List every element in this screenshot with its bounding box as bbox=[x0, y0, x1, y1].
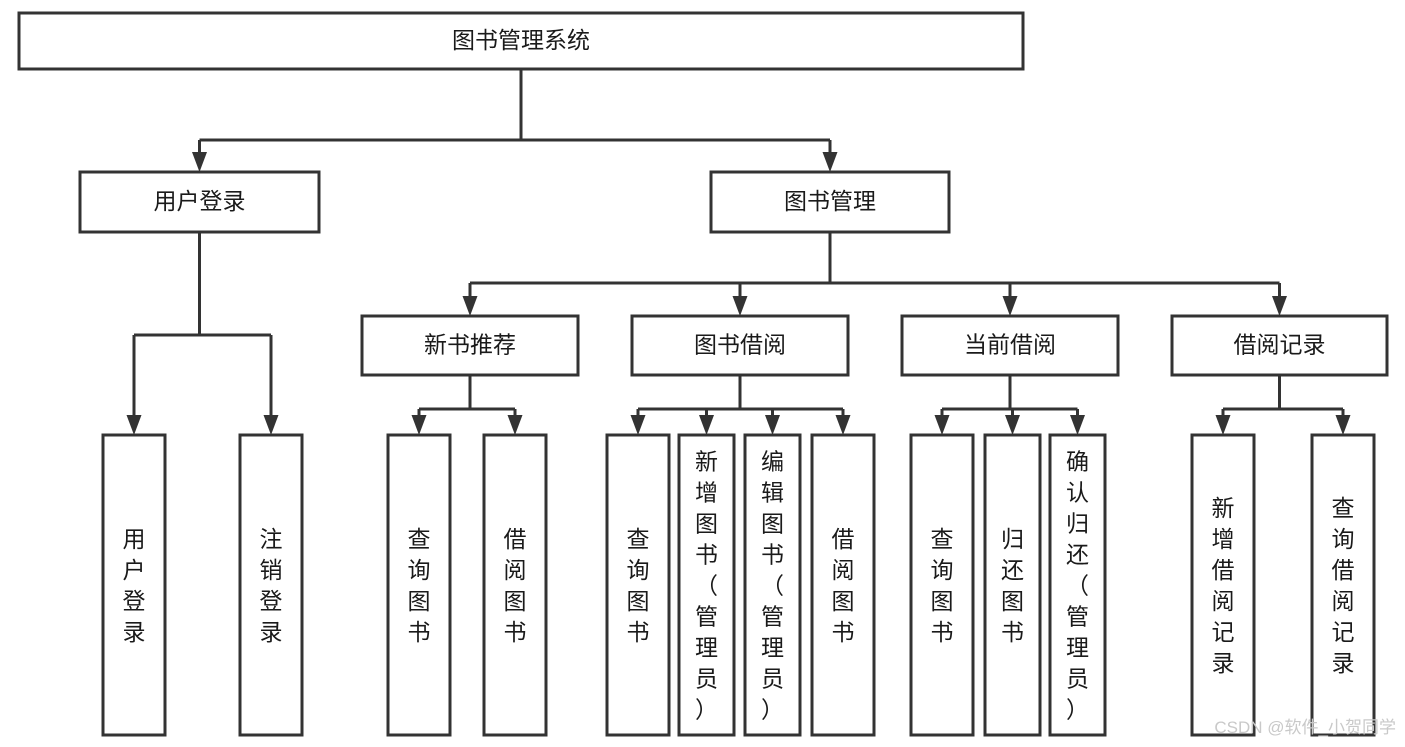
arrow-head-icon bbox=[1272, 296, 1287, 316]
arrow-head-icon bbox=[765, 415, 780, 435]
arrow-head-icon bbox=[934, 415, 950, 435]
node-box[interactable] bbox=[630, 314, 850, 377]
node-label: 用户登录 bbox=[154, 188, 246, 214]
node-label: 借阅图书 bbox=[832, 526, 855, 645]
connector-group-root bbox=[192, 69, 838, 172]
node-user-login[interactable]: 用户登录 bbox=[78, 170, 321, 234]
arrow-head-icon bbox=[835, 415, 851, 435]
arrow-head-icon bbox=[822, 152, 838, 172]
node-box[interactable] bbox=[1048, 433, 1107, 737]
connector-group-current-borrow bbox=[934, 375, 1085, 435]
arrow-head-icon bbox=[192, 152, 207, 172]
arrow-head-icon bbox=[1002, 296, 1018, 316]
node-leaf-query-book-3[interactable]: 查询图书 bbox=[909, 433, 975, 737]
node-label: 新书推荐 bbox=[424, 332, 516, 358]
node-leaf-user-login[interactable]: 用户登录 bbox=[101, 433, 167, 737]
node-leaf-borrow-book-2[interactable]: 借阅图书 bbox=[810, 433, 876, 737]
node-label: 图书借阅 bbox=[694, 332, 786, 358]
node-new-book-rec[interactable]: 新书推荐 bbox=[360, 314, 580, 377]
connector-group-user-login bbox=[126, 232, 279, 435]
arrow-head-icon bbox=[1070, 415, 1085, 435]
node-leaf-edit-book[interactable]: 编辑图书（管理员） bbox=[743, 433, 802, 737]
node-book-manage[interactable]: 图书管理 bbox=[709, 170, 951, 234]
node-box[interactable] bbox=[709, 170, 951, 234]
arrow-head-icon bbox=[462, 296, 478, 316]
node-box[interactable] bbox=[743, 433, 802, 737]
node-leaf-borrow-book-1[interactable]: 借阅图书 bbox=[482, 433, 548, 737]
node-box[interactable] bbox=[17, 11, 1025, 71]
node-leaf-confirm-return[interactable]: 确认归还（管理员） bbox=[1048, 433, 1107, 737]
arrow-head-icon bbox=[263, 415, 279, 435]
node-layer: 图书管理系统用户登录图书管理新书推荐图书借阅当前借阅借阅记录用户登录注销登录查询… bbox=[17, 11, 1389, 737]
node-box[interactable] bbox=[810, 433, 876, 737]
node-label: 借阅图书 bbox=[504, 526, 527, 645]
node-box[interactable] bbox=[1190, 433, 1256, 737]
node-leaf-query-book-1[interactable]: 查询图书 bbox=[386, 433, 452, 737]
node-borrow-record[interactable]: 借阅记录 bbox=[1170, 314, 1389, 377]
node-root[interactable]: 图书管理系统 bbox=[17, 11, 1025, 71]
node-leaf-add-record[interactable]: 新增借阅记录 bbox=[1190, 433, 1256, 737]
node-label: 新增借阅记录 bbox=[1212, 495, 1235, 676]
arrow-head-icon bbox=[1335, 415, 1351, 435]
node-leaf-add-book[interactable]: 新增图书（管理员） bbox=[677, 433, 736, 737]
node-box[interactable] bbox=[605, 433, 671, 737]
arrow-head-icon bbox=[507, 415, 523, 435]
connector-group-borrow-record bbox=[1215, 375, 1351, 435]
csdn-watermark: CSDN @软件_小贺同学 bbox=[1214, 718, 1396, 737]
node-label: 查询图书 bbox=[627, 526, 650, 645]
node-box[interactable] bbox=[78, 170, 321, 234]
node-label: 图书管理系统 bbox=[452, 27, 590, 53]
node-label: 图书管理 bbox=[784, 188, 876, 214]
node-label: 当前借阅 bbox=[964, 332, 1056, 358]
node-label: 注销登录 bbox=[260, 526, 283, 645]
arrow-head-icon bbox=[1215, 415, 1231, 435]
node-current-borrow[interactable]: 当前借阅 bbox=[900, 314, 1120, 377]
node-leaf-logout[interactable]: 注销登录 bbox=[238, 433, 304, 737]
node-box[interactable] bbox=[360, 314, 580, 377]
arrow-head-icon bbox=[630, 415, 646, 435]
node-label: 查询借阅记录 bbox=[1332, 495, 1355, 676]
node-box[interactable] bbox=[677, 433, 736, 737]
node-label: 用户登录 bbox=[123, 526, 146, 645]
node-box[interactable] bbox=[909, 433, 975, 737]
arrow-head-icon bbox=[699, 415, 714, 435]
arrow-head-icon bbox=[126, 415, 142, 435]
node-box[interactable] bbox=[238, 433, 304, 737]
arrow-head-icon bbox=[411, 415, 427, 435]
node-label: 借阅记录 bbox=[1234, 332, 1326, 358]
node-box[interactable] bbox=[900, 314, 1120, 377]
node-label: 编辑图书（管理员） bbox=[761, 449, 784, 723]
node-label: 归还图书 bbox=[1001, 526, 1024, 645]
node-book-borrow[interactable]: 图书借阅 bbox=[630, 314, 850, 377]
connector-group-book-borrow bbox=[630, 375, 851, 435]
node-label: 新增图书（管理员） bbox=[695, 449, 718, 723]
node-label: 确认归还（管理员） bbox=[1066, 449, 1089, 723]
node-box[interactable] bbox=[101, 433, 167, 737]
node-box[interactable] bbox=[1170, 314, 1389, 377]
connector-group-new-book-rec bbox=[411, 375, 523, 435]
node-label: 查询图书 bbox=[408, 526, 431, 645]
node-label: 查询图书 bbox=[931, 526, 954, 645]
arrow-head-icon bbox=[732, 296, 748, 316]
node-box[interactable] bbox=[482, 433, 548, 737]
connector-group-book-manage bbox=[462, 232, 1287, 316]
node-leaf-query-record[interactable]: 查询借阅记录 bbox=[1310, 433, 1376, 737]
node-box[interactable] bbox=[983, 433, 1042, 737]
connector-layer bbox=[126, 69, 1351, 435]
arrow-head-icon bbox=[1005, 415, 1020, 435]
node-leaf-query-book-2[interactable]: 查询图书 bbox=[605, 433, 671, 737]
node-leaf-return-book[interactable]: 归还图书 bbox=[983, 433, 1042, 737]
node-box[interactable] bbox=[386, 433, 452, 737]
node-box[interactable] bbox=[1310, 433, 1376, 737]
